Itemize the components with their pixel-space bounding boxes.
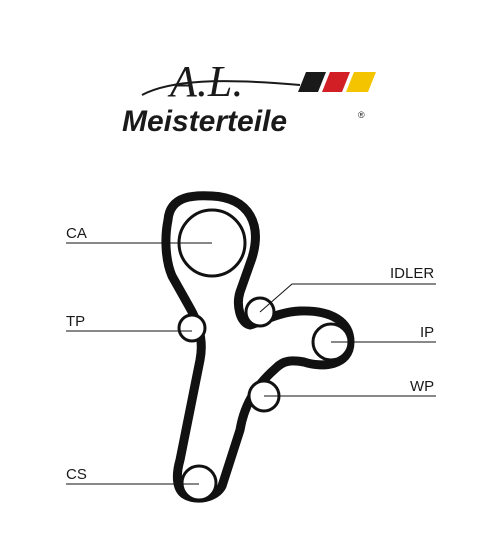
logo-brand-name: Meisterteile [122, 105, 287, 138]
leader-lines [66, 242, 436, 485]
leader-idler [259, 283, 436, 313]
flag-stripe-red [322, 72, 350, 92]
logo-registered-mark: ® [358, 110, 365, 120]
label-tp: TP [66, 313, 85, 330]
brand-logo: A.L. Meisterteile ® [122, 57, 376, 138]
logo-flag-icon [298, 72, 376, 92]
label-ip: IP [420, 324, 434, 341]
timing-belt [161, 191, 355, 503]
pulley-cs [180, 464, 218, 502]
label-cs: CS [66, 466, 87, 483]
label-ca: CA [66, 225, 87, 242]
label-idler: IDLER [390, 265, 434, 282]
flag-stripe-gold [346, 72, 376, 92]
flag-stripe-black [298, 72, 326, 92]
label-wp: WP [410, 378, 434, 395]
pulley-tp [177, 313, 207, 343]
logo-swash [141, 80, 301, 96]
